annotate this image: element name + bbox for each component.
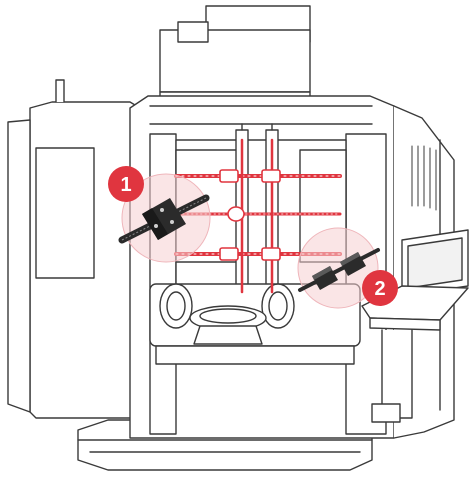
callout-label-1: 1 [120, 174, 131, 196]
callout-badge-2[interactable]: 2 [362, 270, 398, 306]
callout-label-2: 2 [374, 278, 385, 300]
spindle-tower [159, 5, 311, 107]
control-panel [361, 229, 469, 423]
halo-2 [298, 228, 378, 308]
ball-screw-callout [118, 173, 211, 263]
callout-badge-1[interactable]: 1 [108, 166, 144, 202]
left-cabinet [7, 79, 141, 419]
linear-guide-callout [297, 227, 380, 309]
rail-carriages [219, 169, 281, 261]
linear-guide-block-icon [298, 248, 380, 292]
ball-screw-nut-icon [118, 194, 210, 244]
